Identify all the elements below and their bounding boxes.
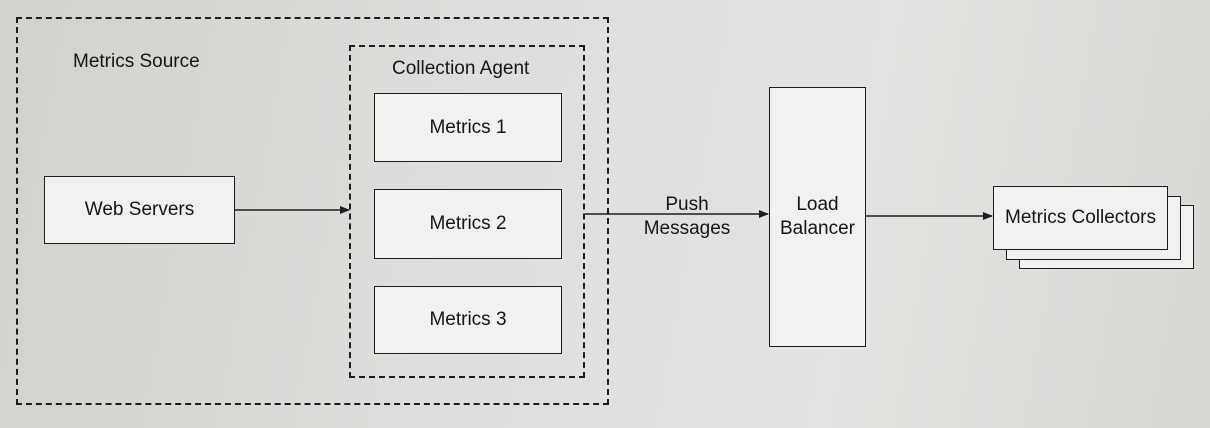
load-balancer-line-1: Load <box>796 194 839 215</box>
load-balancer-box: Load Balancer <box>769 87 866 347</box>
collection-agent-label: Collection Agent <box>392 58 530 79</box>
push-messages-line-2: Messages <box>643 218 731 239</box>
metrics-collectors-box: Metrics Collectors <box>993 186 1168 250</box>
metrics-source-label: Metrics Source <box>73 51 200 72</box>
metrics-3-box: Metrics 3 <box>374 286 562 354</box>
metrics-collectors-label: Metrics Collectors <box>1005 207 1156 228</box>
load-balancer-line-2: Balancer <box>780 218 855 239</box>
web-servers-label: Web Servers <box>84 199 195 220</box>
metrics-source-group <box>16 17 609 405</box>
collection-agent-group <box>349 45 585 378</box>
push-messages-label: Push Messages <box>628 193 746 241</box>
metrics-2-label: Metrics 2 <box>429 213 507 234</box>
metrics-3-label: Metrics 3 <box>429 309 507 330</box>
push-messages-line-1: Push <box>665 194 709 215</box>
metrics-2-box: Metrics 2 <box>374 189 562 259</box>
web-servers-box: Web Servers <box>44 176 235 244</box>
metrics-1-label: Metrics 1 <box>429 116 507 138</box>
metrics-1-box: Metrics 1 <box>374 93 562 162</box>
